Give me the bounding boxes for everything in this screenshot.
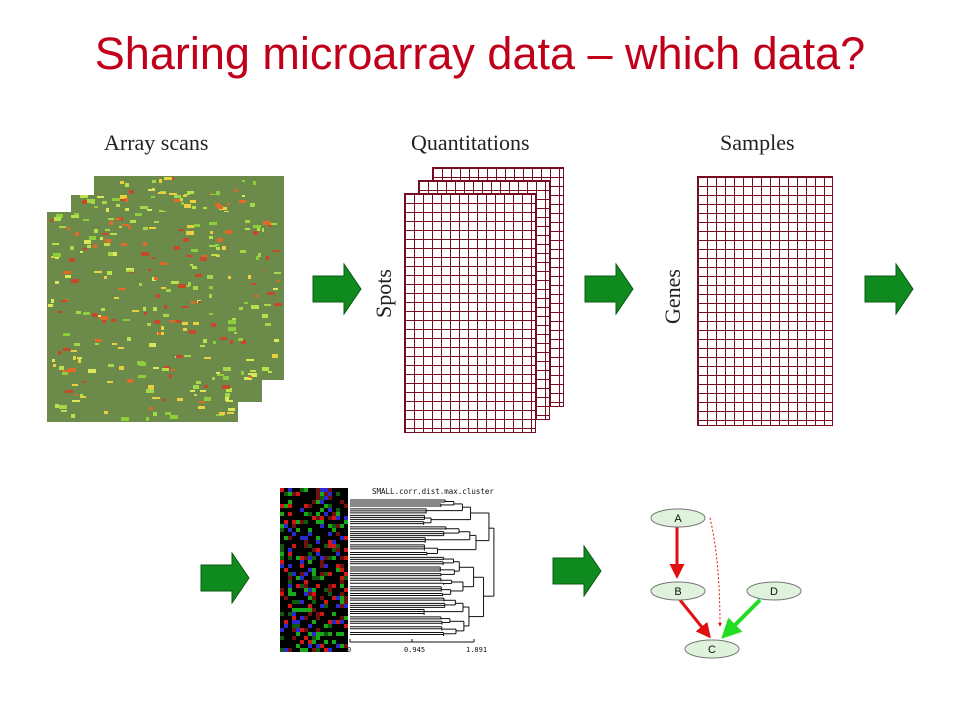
edge-a-c-indirect	[709, 517, 722, 627]
node-label-d: D	[770, 586, 778, 598]
samples-genes-matrix	[697, 176, 833, 426]
network-node	[746, 581, 802, 601]
axis-label-spots: Spots	[371, 269, 396, 318]
arrow-right-icon	[312, 263, 362, 315]
arrow-right-icon	[584, 263, 634, 315]
node-label-c: C	[708, 644, 716, 656]
array-scan-image	[47, 212, 238, 422]
network-node	[684, 639, 740, 659]
cluster-dendrogram: SMALL.corr.dist.max.cluster 0 0.945 1.89…	[347, 487, 494, 654]
stage-label-array-scans: Array scans	[104, 130, 209, 155]
arrow-right-icon	[864, 263, 914, 315]
cluster-tick-label: 1.891	[466, 646, 487, 654]
arrow-right-icon	[552, 545, 602, 597]
network-node	[650, 581, 706, 601]
cluster-heatmap	[280, 488, 348, 652]
quantitation-grid	[404, 193, 536, 433]
node-label-b: B	[674, 586, 681, 598]
axis-label-genes: Genes	[660, 269, 685, 324]
cluster-tick-label: 0.945	[404, 646, 425, 654]
network-node	[650, 508, 706, 528]
stage-label-quantitations: Quantitations	[411, 130, 530, 155]
node-label-a: A	[674, 513, 682, 525]
stage-label-samples: Samples	[720, 130, 795, 155]
page-title: Sharing microarray data – which data?	[94, 28, 866, 79]
edge-b-c	[678, 599, 711, 639]
cluster-tick-label: 0	[347, 646, 351, 654]
edge-d-c	[721, 598, 762, 639]
network-graph: A B D C	[650, 508, 802, 659]
cluster-title: SMALL.corr.dist.max.cluster	[372, 487, 494, 496]
arrow-right-icon	[200, 552, 250, 604]
